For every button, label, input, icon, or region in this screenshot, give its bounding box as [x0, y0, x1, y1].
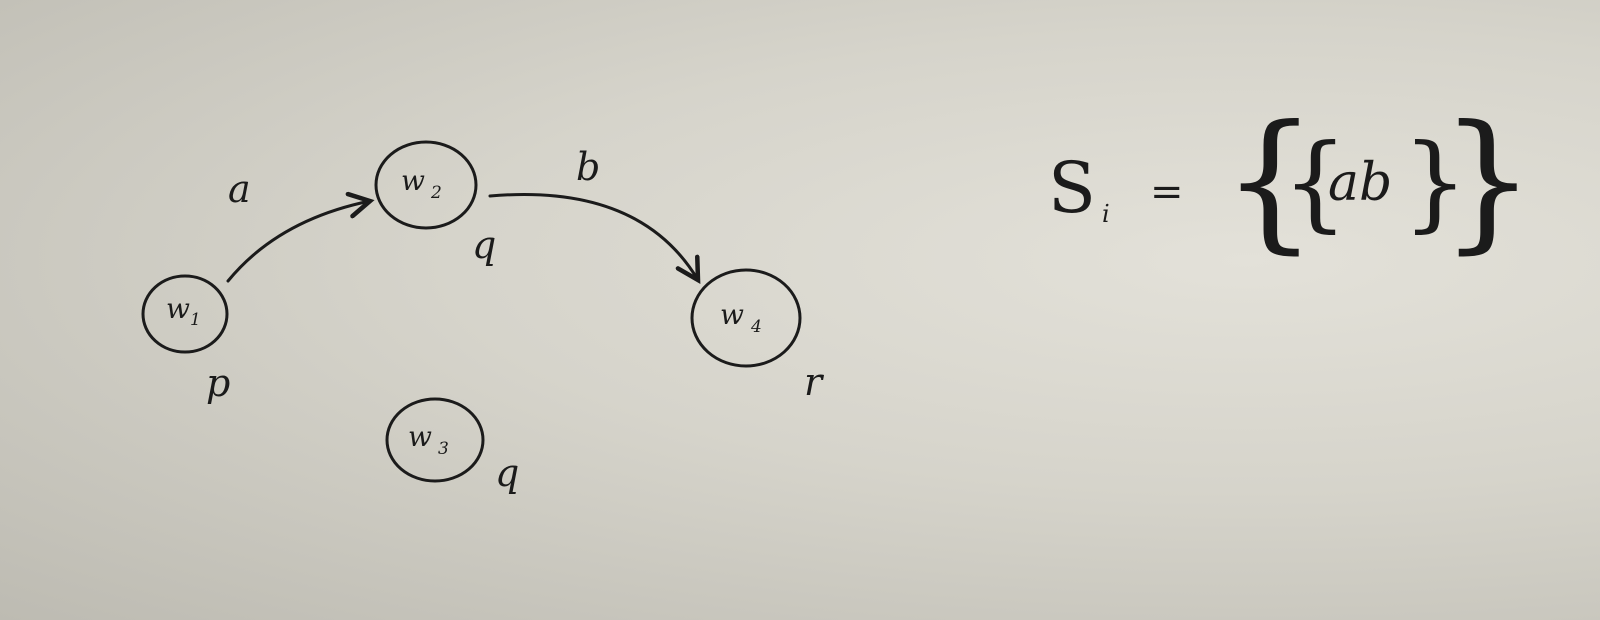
- edge-w1-w2-arrow: [226, 201, 370, 283]
- formula-body: ab: [1328, 153, 1392, 213]
- edge-w2-w4: b: [488, 145, 698, 280]
- node-w4-base: w: [720, 298, 744, 331]
- edge-w1-w2-label: a: [228, 167, 251, 211]
- edge-w2-w4-arrow: [488, 192, 698, 280]
- node-w3-base: w: [408, 420, 432, 453]
- edge-w2-w4-label: b: [576, 145, 600, 189]
- formula-outer-open-brace: {: [1222, 94, 1317, 268]
- node-w1: w 1 p: [141, 274, 230, 405]
- node-w3-prop: q: [495, 451, 519, 495]
- node-w2-base: w: [401, 164, 425, 197]
- node-w4: w 4 r: [690, 268, 825, 404]
- node-w3-sub: 3: [438, 439, 449, 459]
- node-w2-prop: q: [472, 223, 496, 267]
- formula-symbol: S: [1048, 147, 1096, 229]
- node-w3-circle: [385, 397, 485, 483]
- node-w1-base: w: [166, 292, 190, 325]
- node-w4-sub: 4: [750, 317, 762, 337]
- node-w2: w 2 q: [374, 140, 496, 267]
- formula-equals: =: [1150, 169, 1184, 215]
- node-w2-sub: 2: [430, 183, 442, 203]
- node-w4-circle: [690, 268, 802, 368]
- node-w4-prop: r: [804, 360, 825, 404]
- formula-subscript: i: [1102, 200, 1110, 228]
- node-w2-circle: [374, 140, 478, 230]
- edge-w1-w2: a: [226, 167, 370, 283]
- node-w1-circle: [141, 274, 229, 354]
- node-w1-sub: 1: [190, 310, 201, 330]
- node-w3: w 3 q: [385, 397, 519, 495]
- formula-inner-close-brace: }: [1402, 121, 1468, 243]
- formula-outer-close-brace: }: [1440, 94, 1535, 268]
- formula: S i = { { ab } }: [1048, 94, 1535, 268]
- node-w1-prop: p: [206, 361, 230, 405]
- formula-inner-open-brace: {: [1282, 121, 1348, 243]
